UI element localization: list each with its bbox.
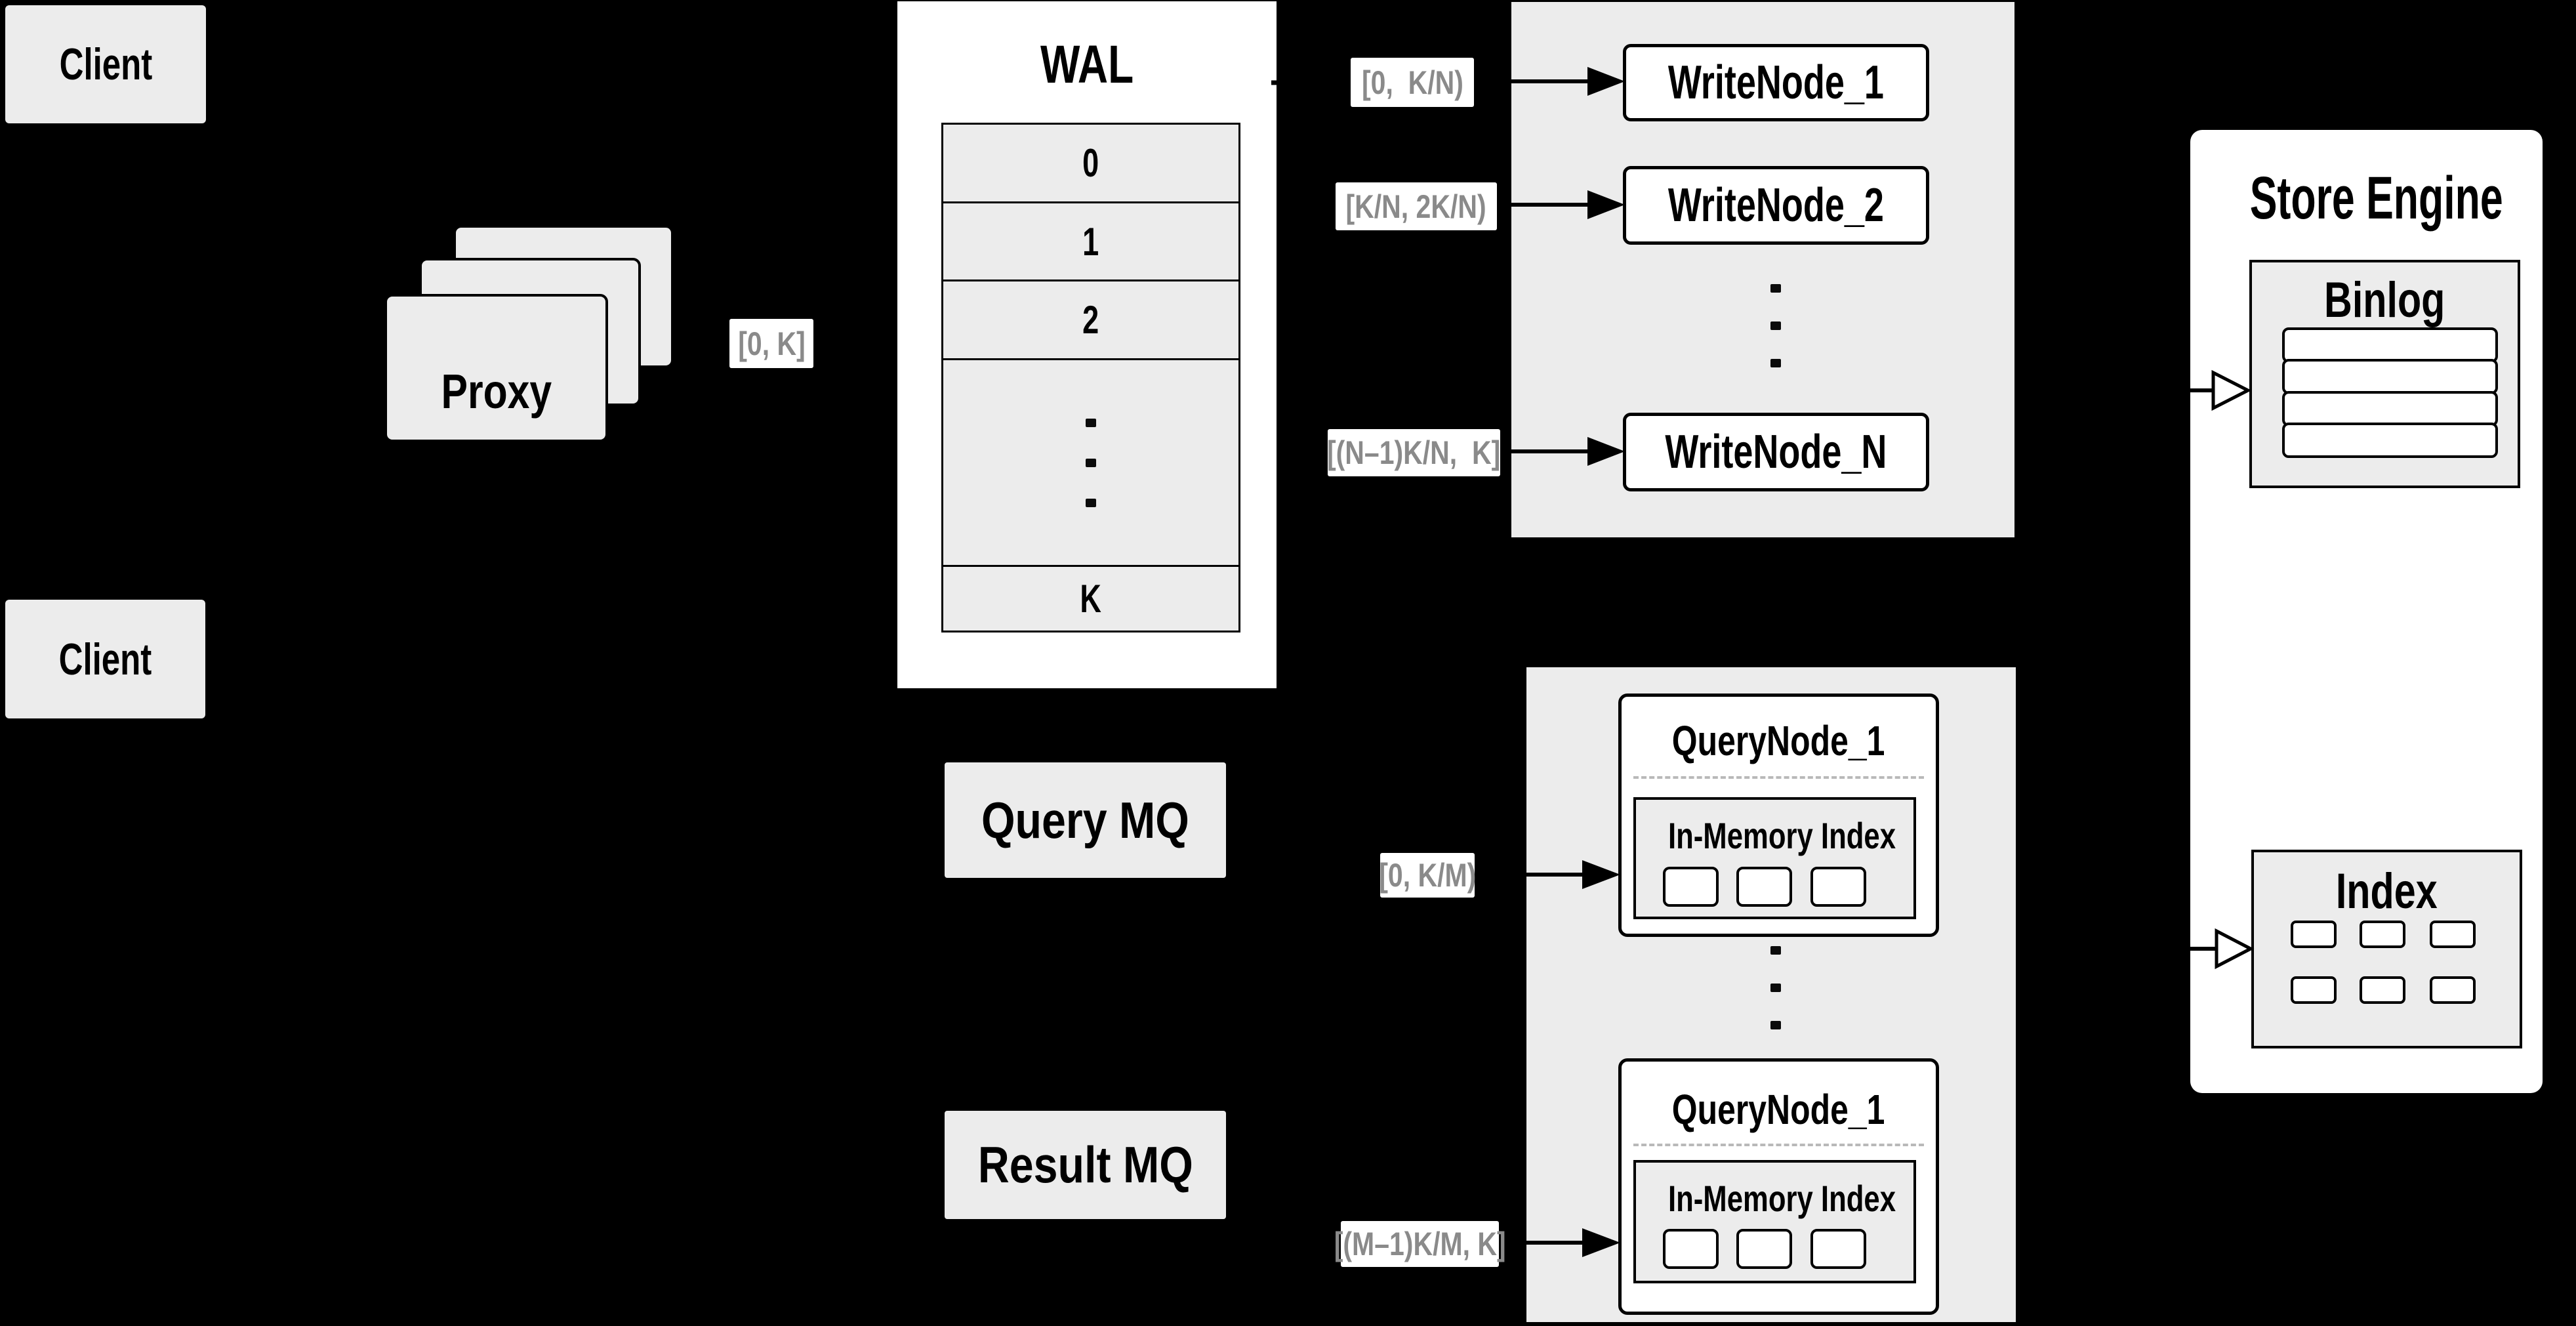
write-range-2-text: [K/N, 2K/N) xyxy=(1345,188,1487,225)
write-range-1-text: [0, K/N) xyxy=(1361,64,1463,101)
query-node-2: QueryNode_1 In-Memory Index xyxy=(1618,1058,1939,1315)
write-node-2-label: WriteNode_2 xyxy=(1667,179,1885,232)
vertical-ellipsis-icon xyxy=(1770,284,1781,367)
index-cell xyxy=(2291,976,2337,1004)
segment-cell xyxy=(1810,1229,1866,1269)
store-engine-title-line: Store Engine xyxy=(2190,164,2543,233)
binlog-title-line: Binlog xyxy=(2252,272,2518,329)
index-cell xyxy=(2430,976,2476,1004)
binlog-row xyxy=(2282,359,2498,394)
wal-table: 0 1 2 K xyxy=(941,123,1240,632)
write-node-2: WriteNode_2 xyxy=(1623,166,1929,245)
write-range-2-label: [K/N, 2K/N) xyxy=(1336,182,1497,230)
segment-cell xyxy=(1736,1229,1792,1269)
binlog-box: Binlog xyxy=(2249,260,2520,488)
write-node-1-label: WriteNode_1 xyxy=(1667,56,1885,109)
query-range-2-label: [(M–1)K/M, K] xyxy=(1334,1221,1505,1267)
binlog-row xyxy=(2282,391,2498,426)
write-range-n-text: [(N–1)K/N, K] xyxy=(1327,434,1501,471)
index-title-line: Index xyxy=(2254,863,2520,920)
wal-row-ellipsis xyxy=(943,360,1238,567)
binlog-title: Binlog xyxy=(2324,272,2445,328)
wal-row-1: 1 xyxy=(943,203,1238,281)
segment-cell xyxy=(1736,867,1792,907)
wal-panel: WAL 0 1 2 K xyxy=(897,1,1277,688)
divider xyxy=(1633,776,1924,779)
proxy-card-front: Proxy xyxy=(384,294,608,442)
store-engine-title: Store Engine xyxy=(2249,165,2503,232)
index-cell xyxy=(2360,976,2405,1004)
query-node-1: QueryNode_1 In-Memory Index xyxy=(1618,694,1939,937)
vertical-ellipsis-icon xyxy=(1086,418,1096,507)
write-range-1-label: [0, K/N) xyxy=(1351,58,1474,107)
query-node-2-title-line: QueryNode_1 xyxy=(1622,1085,1936,1134)
query-node-1-title-line: QueryNode_1 xyxy=(1622,716,1936,765)
index-cell xyxy=(2430,921,2476,948)
segment-cell xyxy=(1663,1229,1719,1269)
query-mq-box: Query MQ xyxy=(945,762,1226,878)
wal-row-2-label: 2 xyxy=(1082,298,1099,342)
query-range-1-label: [0, K/M) xyxy=(1378,853,1477,898)
index-cell xyxy=(2360,921,2405,948)
index-title: Index xyxy=(2336,863,2438,919)
wal-row-k: K xyxy=(943,567,1238,631)
divider xyxy=(1633,1144,1924,1146)
proxy-range-label: [0, K] xyxy=(729,319,813,368)
write-range-n-label: [(N–1)K/N, K] xyxy=(1327,429,1501,476)
proxy-range-text: [0, K] xyxy=(737,325,806,362)
query-range-1-text: [0, K/M) xyxy=(1378,857,1477,894)
query-node-1-title: QueryNode_1 xyxy=(1672,717,1885,764)
wal-row-k-label: K xyxy=(1080,577,1102,621)
in-memory-index-1-title-line: In-Memory Index xyxy=(1636,814,1913,857)
in-memory-index-2: In-Memory Index xyxy=(1633,1160,1916,1283)
write-node-n: WriteNode_N xyxy=(1623,413,1929,491)
result-mq-label: Result MQ xyxy=(977,1136,1193,1193)
binlog-row xyxy=(2282,423,2498,458)
client-bottom-box: Client xyxy=(5,600,205,718)
client-bottom-label: Client xyxy=(58,634,152,684)
write-node-group: WriteNode_1 WriteNode_2 WriteNode_N xyxy=(1511,2,2014,537)
wal-title: WAL xyxy=(1040,35,1134,94)
write-node-1: WriteNode_1 xyxy=(1623,44,1929,121)
vertical-ellipsis-icon xyxy=(1770,946,1781,1029)
write-node-n-label: WriteNode_N xyxy=(1665,426,1887,478)
wal-row-0: 0 xyxy=(943,125,1238,203)
client-top-box: Client xyxy=(5,5,206,123)
index-cell xyxy=(2291,921,2337,948)
in-memory-index-2-title: In-Memory Index xyxy=(1667,1178,1896,1219)
proxy-label: Proxy xyxy=(441,363,552,419)
result-mq-box: Result MQ xyxy=(945,1111,1226,1219)
segment-cell xyxy=(1810,867,1866,907)
binlog-row xyxy=(2282,327,2498,363)
query-mq-label: Query MQ xyxy=(981,791,1189,849)
wal-row-2: 2 xyxy=(943,281,1238,360)
query-range-2-text: [(M–1)K/M, K] xyxy=(1334,1226,1506,1262)
wal-title-line: WAL xyxy=(897,34,1277,96)
in-memory-index-2-title-line: In-Memory Index xyxy=(1636,1177,1913,1220)
in-memory-index-1: In-Memory Index xyxy=(1633,797,1916,919)
store-engine-panel: Store Engine Binlog Index xyxy=(2190,130,2543,1093)
index-box: Index xyxy=(2251,850,2522,1048)
wal-row-0-label: 0 xyxy=(1082,141,1099,185)
segment-cell xyxy=(1663,867,1719,907)
in-memory-index-1-title: In-Memory Index xyxy=(1667,815,1896,856)
client-top-label: Client xyxy=(59,39,152,89)
query-node-group: QueryNode_1 In-Memory Index QueryNode_1 xyxy=(1526,667,2016,1322)
wal-row-1-label: 1 xyxy=(1082,219,1099,264)
query-node-2-title: QueryNode_1 xyxy=(1672,1086,1885,1133)
